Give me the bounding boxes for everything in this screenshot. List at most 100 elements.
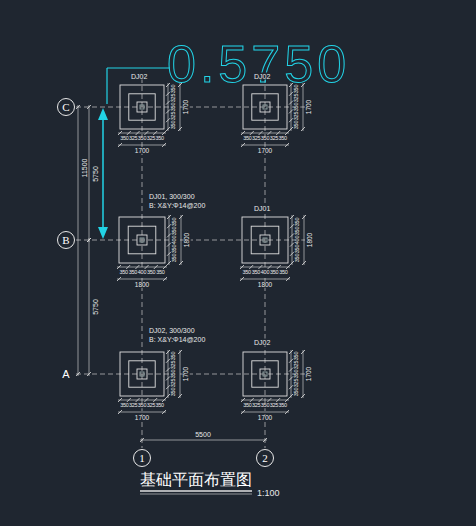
dimension-tick bbox=[267, 131, 271, 135]
dimension-tick bbox=[166, 350, 170, 354]
drawing-title: 基础平面布置图 bbox=[139, 472, 253, 488]
dimension-text: 1700 bbox=[305, 366, 312, 382]
dimension-tick bbox=[87, 105, 91, 109]
dimension-line bbox=[118, 412, 166, 413]
grid-label: B bbox=[62, 235, 69, 246]
dimension-text: 1700 bbox=[257, 414, 273, 421]
dimension-tick bbox=[167, 243, 171, 247]
dimension-text: 1700 bbox=[305, 99, 312, 115]
dimension-text: 350 bbox=[295, 217, 301, 225]
footing-step bbox=[251, 226, 279, 254]
dimension-tick bbox=[166, 385, 170, 389]
dimension-tick bbox=[162, 410, 166, 414]
dimension-line bbox=[89, 238, 90, 376]
dimension-line bbox=[241, 145, 289, 146]
dimension-tick bbox=[240, 265, 244, 269]
dimension-tick bbox=[178, 394, 182, 398]
dimension-text: 325 bbox=[294, 112, 300, 120]
footing-step bbox=[129, 94, 155, 120]
dimension-tick bbox=[285, 131, 289, 135]
dimension-tick bbox=[289, 385, 293, 389]
dimension-tick bbox=[285, 398, 289, 402]
dimension-tick bbox=[153, 398, 157, 402]
dimension-text: 350 bbox=[295, 227, 301, 235]
dimension-text: 350 bbox=[155, 136, 163, 142]
dimension-text: 350 bbox=[294, 120, 300, 128]
dimension-tick bbox=[259, 398, 263, 402]
dimension-text: 325 bbox=[171, 379, 177, 387]
column-section bbox=[137, 369, 147, 379]
dimension-tick bbox=[241, 398, 245, 402]
dimension-text: 350 bbox=[147, 270, 155, 276]
dimension-line bbox=[78, 105, 79, 376]
dimension-line bbox=[168, 350, 169, 398]
dimension-text: 350 bbox=[171, 387, 177, 395]
dimension-tick bbox=[250, 398, 254, 402]
dimension-line bbox=[169, 215, 170, 265]
column-core bbox=[140, 105, 144, 109]
dimension-tick bbox=[289, 101, 293, 105]
dimension-tick bbox=[126, 265, 130, 269]
dimension-text: 400 bbox=[172, 236, 178, 244]
dimension-text: 325 bbox=[270, 403, 278, 409]
dimension-tick bbox=[166, 109, 170, 113]
dimension-line bbox=[118, 400, 166, 401]
arrow-head bbox=[98, 227, 108, 239]
dimension-tick bbox=[178, 350, 182, 354]
dimension-tick bbox=[118, 143, 122, 147]
dimension-tick bbox=[87, 238, 91, 242]
footing-mark: DJ02 bbox=[130, 73, 148, 80]
dimension-text: 325 bbox=[147, 403, 155, 409]
dimension-text: 350 bbox=[171, 103, 177, 111]
dimension-tick bbox=[301, 394, 305, 398]
footing-mark: DJ02, 300/300 bbox=[148, 327, 196, 334]
dimension-tick bbox=[166, 101, 170, 105]
dimension-text: 350 bbox=[155, 403, 163, 409]
dimension-tick bbox=[127, 398, 131, 402]
dimension-tick bbox=[290, 224, 294, 228]
dimension-tick bbox=[289, 350, 293, 354]
column-core bbox=[263, 105, 267, 109]
dimension-tick bbox=[118, 410, 122, 414]
dimension-tick bbox=[163, 265, 167, 269]
dimension-line bbox=[240, 279, 290, 280]
dimension-line bbox=[303, 83, 304, 131]
dimension-text: 1700 bbox=[257, 147, 273, 154]
grid-label: 1 bbox=[139, 453, 145, 464]
dimension-line bbox=[118, 145, 166, 146]
dimension-tick bbox=[301, 127, 305, 131]
column-section bbox=[260, 235, 270, 245]
dimension-text: 350 bbox=[278, 136, 286, 142]
dimension-tick bbox=[76, 372, 80, 376]
dimension-tick bbox=[127, 131, 131, 135]
grid-label: C bbox=[62, 102, 69, 113]
dimension-line bbox=[89, 105, 90, 242]
dimension-text: 1700 bbox=[182, 366, 189, 382]
dimension-text: 350 bbox=[172, 217, 178, 225]
dimension-text: 350 bbox=[172, 245, 178, 253]
dimension-tick bbox=[250, 131, 254, 135]
dimension-text: 325 bbox=[129, 403, 137, 409]
dimension-tick bbox=[162, 398, 166, 402]
dimension-tick bbox=[166, 368, 170, 372]
leader-line bbox=[106, 68, 107, 104]
dimension-text: 350 bbox=[252, 270, 260, 276]
dimension-text: 5500 bbox=[194, 431, 212, 438]
dimension-line bbox=[180, 350, 181, 398]
dimension-text: 350 bbox=[243, 136, 251, 142]
column-core bbox=[140, 372, 144, 376]
dimension-tick bbox=[179, 215, 183, 219]
footing-mark: DJ02 bbox=[253, 73, 271, 80]
dimension-tick bbox=[259, 131, 263, 135]
dimension-tick bbox=[302, 261, 306, 265]
dimension-tick bbox=[258, 265, 262, 269]
dimension-text: 350 bbox=[138, 403, 146, 409]
scale-text: 1:100 bbox=[256, 489, 281, 498]
dimension-tick bbox=[162, 131, 166, 135]
dimension-tick bbox=[289, 92, 293, 96]
dimension-text: 350 bbox=[119, 270, 127, 276]
dimension-tick bbox=[166, 127, 170, 131]
dimension-tick bbox=[289, 368, 293, 372]
dimension-line bbox=[117, 279, 167, 280]
dimension-tick bbox=[241, 143, 245, 147]
